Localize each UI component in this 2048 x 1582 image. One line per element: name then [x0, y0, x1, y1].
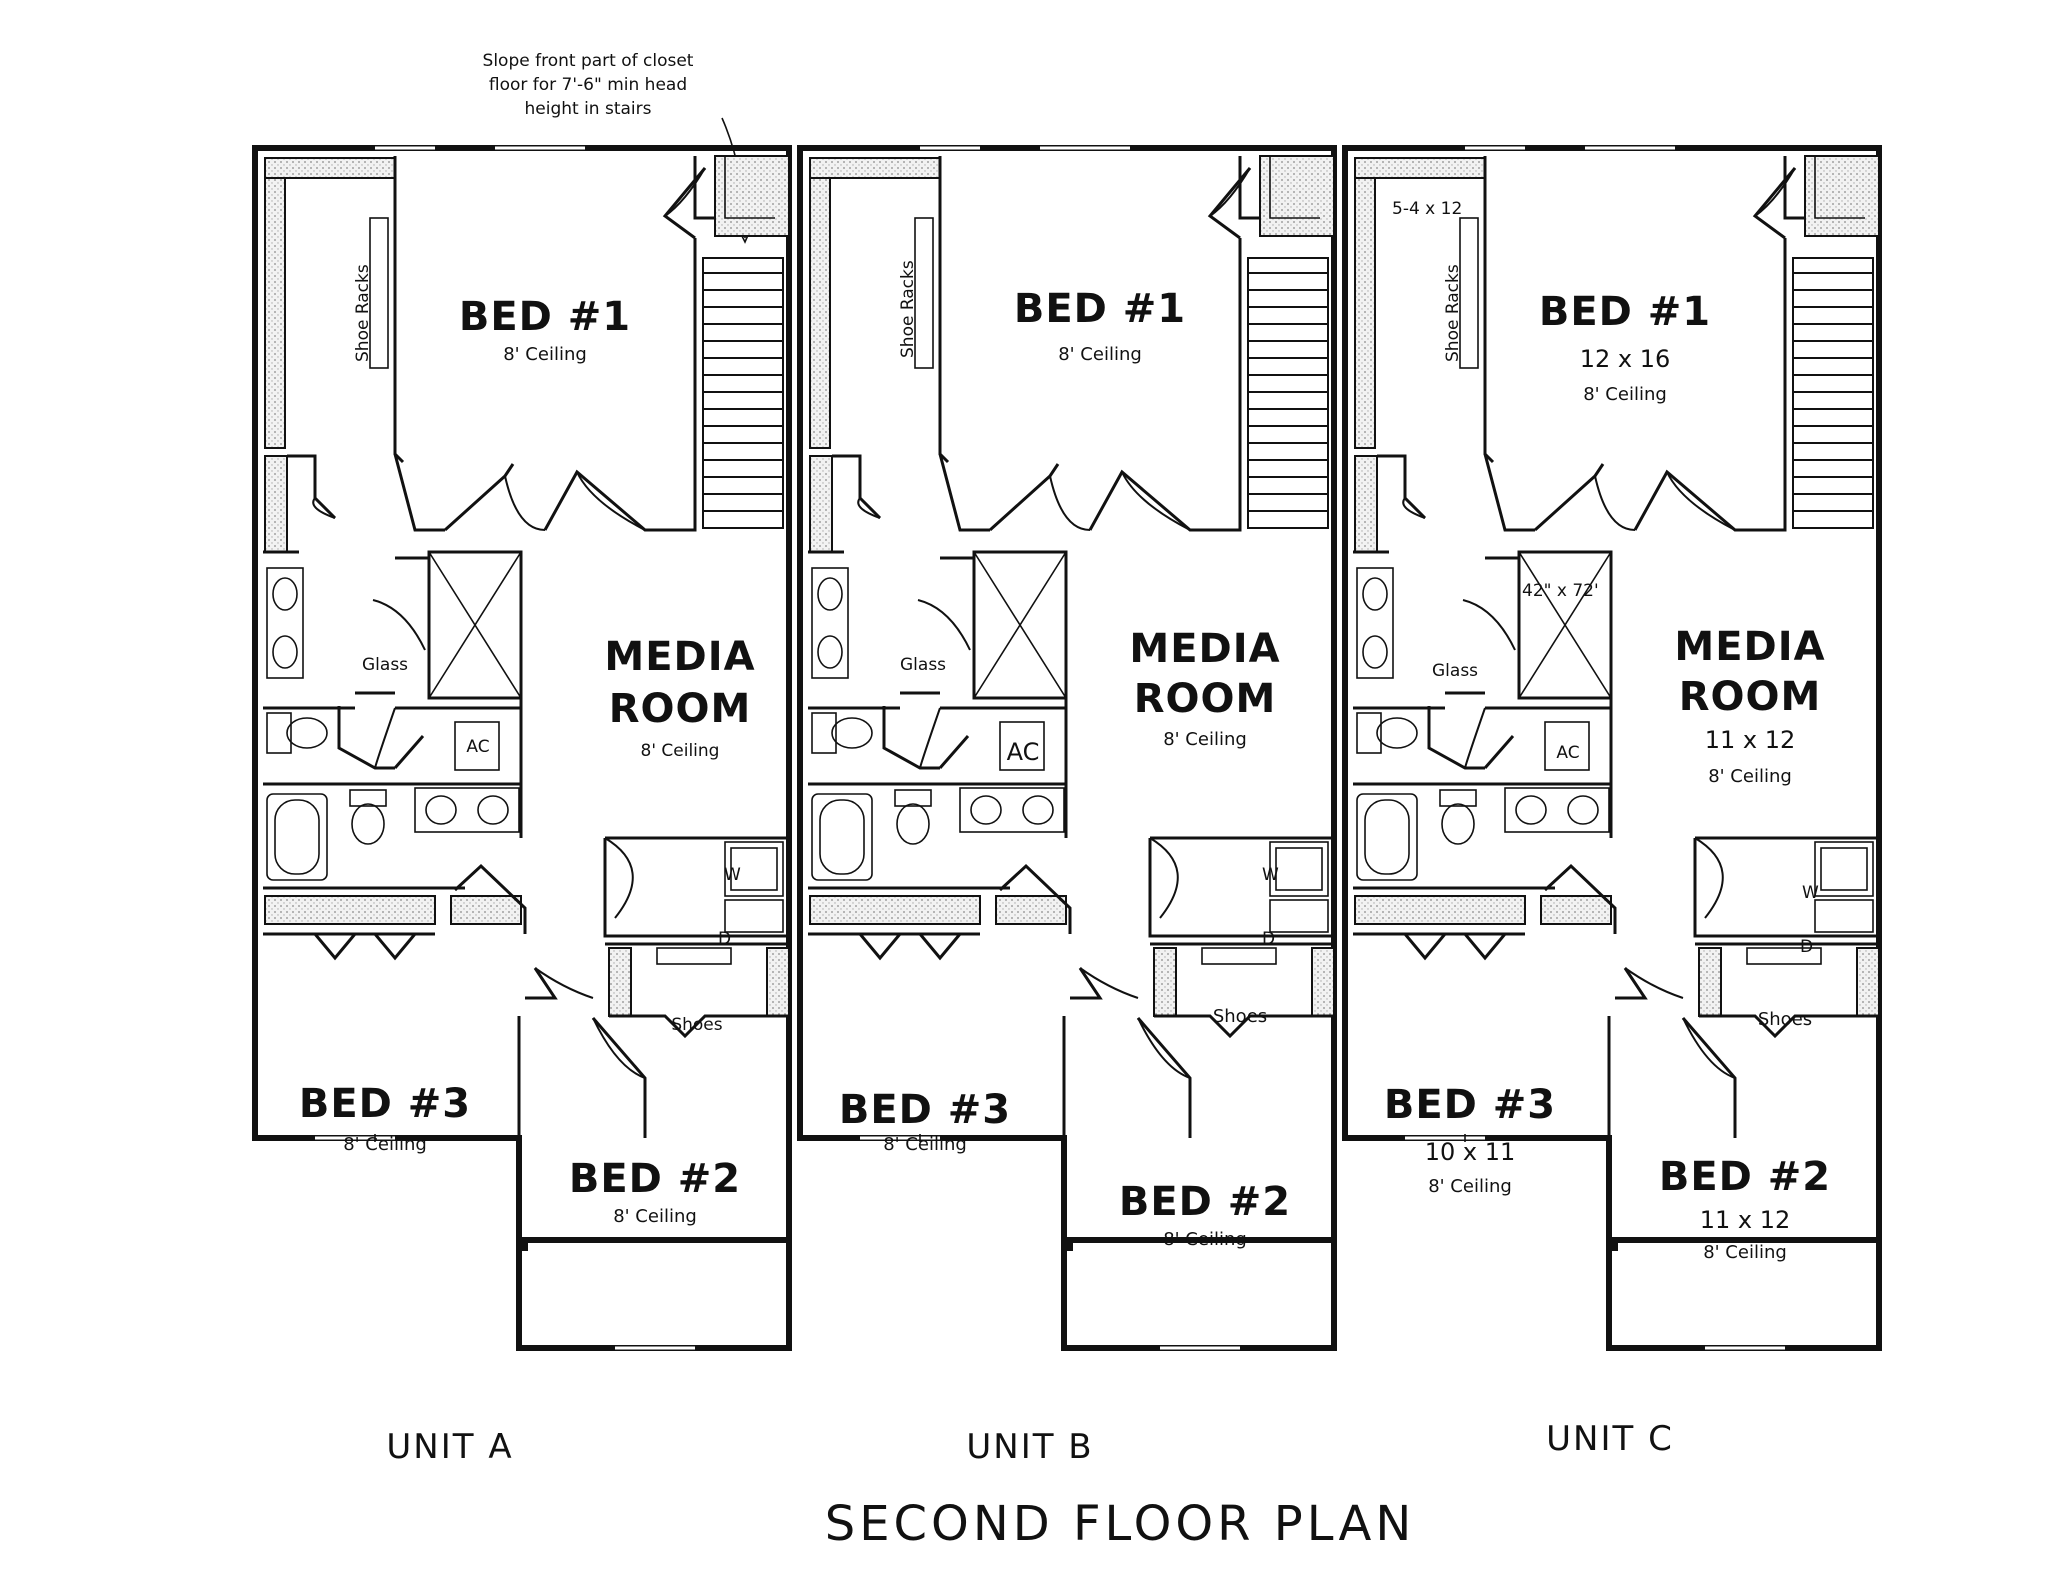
unit-a-bed3-label: BED #3 [299, 1081, 471, 1127]
unit-b-media-line2: ROOM [1134, 676, 1277, 722]
unit-c-shoes: Shoes [1758, 1009, 1812, 1030]
unit-c-ac: AC [1556, 743, 1579, 763]
unit-b-bed3-ceiling: 8' Ceiling [883, 1134, 967, 1155]
unit-a-bed3-ceiling: 8' Ceiling [343, 1134, 427, 1155]
unit-a-ac: AC [466, 737, 489, 757]
unit-b-name: UNIT B [966, 1427, 1093, 1467]
unit-a-name: UNIT A [386, 1427, 513, 1467]
unit-b-shoes: Shoes [1213, 1006, 1267, 1027]
unit-a-bed2-ceiling: 8' Ceiling [613, 1206, 697, 1227]
unit-a-dryer: D [718, 929, 731, 949]
unit-a-media-ceiling: 8' Ceiling [641, 741, 720, 761]
note-line-2: floor for 7'-6" min head [489, 75, 687, 95]
unit-c-media-line1: MEDIA [1674, 624, 1825, 670]
unit-b-bed2-ceiling: 8' Ceiling [1163, 1229, 1247, 1250]
note-line-3: height in stairs [524, 99, 651, 119]
unit-a-bed1-ceiling: 8' Ceiling [503, 344, 587, 365]
unit-b-bed3-label: BED #3 [839, 1087, 1011, 1133]
design-note: Slope front part of closet floor for 7'-… [483, 51, 753, 244]
unit-b-media-ceiling: 8' Ceiling [1163, 729, 1247, 750]
drawing-title: SECOND FLOOR PLAN [825, 1496, 1416, 1552]
unit-c-bed2-label: BED #2 [1659, 1154, 1831, 1200]
unit-a: BED #1 8' Ceiling MEDIA ROOM 8' Ceiling … [255, 148, 789, 1467]
unit-a-glass: Glass [362, 655, 408, 675]
unit-a-bed1-label: BED #1 [459, 294, 631, 340]
unit-a-bed2-label: BED #2 [569, 1156, 741, 1202]
unit-c-media-ceiling: 8' Ceiling [1708, 766, 1792, 787]
unit-a-shoes: Shoes [671, 1015, 722, 1035]
unit-a-shoe-racks: Shoe Racks [353, 264, 373, 362]
unit-c-shoe-racks: Shoe Racks [1443, 264, 1463, 362]
unit-b-glass: Glass [900, 655, 946, 675]
unit-c-washer: W [1802, 883, 1819, 903]
unit-c-bed2-ceiling: 8' Ceiling [1703, 1242, 1787, 1263]
unit-a-media-line2: ROOM [609, 686, 752, 732]
unit-c-glass: Glass [1432, 661, 1478, 681]
unit-b-media-line1: MEDIA [1129, 626, 1280, 672]
unit-c-bed1-label: BED #1 [1539, 289, 1711, 335]
unit-c-dryer: D [1800, 937, 1813, 957]
unit-c-media-size: 11 x 12 [1705, 726, 1796, 754]
unit-c-closet-size: 5-4 x 12 [1392, 199, 1462, 219]
unit-b-dryer: D [1262, 929, 1275, 949]
unit-b-bed1-ceiling: 8' Ceiling [1058, 344, 1142, 365]
unit-c-bed2-size: 11 x 12 [1700, 1206, 1791, 1234]
unit-c-bed1-ceiling: 8' Ceiling [1583, 384, 1667, 405]
note-line-1: Slope front part of closet [483, 51, 694, 71]
unit-b-bed1-label: BED #1 [1014, 286, 1186, 332]
unit-a-media-line1: MEDIA [604, 634, 755, 680]
unit-c-bed3-size: 10 x 11 [1425, 1138, 1516, 1166]
unit-a-washer: W [724, 865, 741, 885]
unit-c-media-line2: ROOM [1679, 674, 1822, 720]
unit-b-bed2-label: BED #2 [1119, 1179, 1291, 1225]
unit-c-name: UNIT C [1546, 1419, 1674, 1459]
unit-c-bed1-size: 12 x 16 [1580, 345, 1671, 373]
unit-b-ac: AC [1007, 738, 1040, 766]
unit-b-washer: W [1262, 865, 1279, 885]
unit-b: BED #1 8' Ceiling MEDIA ROOM 8' Ceiling … [800, 148, 1334, 1467]
unit-c: BED #1 12 x 16 8' Ceiling MEDIA ROOM 11 … [1345, 148, 1879, 1459]
unit-b-shoe-racks: Shoe Racks [898, 260, 918, 358]
unit-c-bed3-ceiling: 8' Ceiling [1428, 1176, 1512, 1197]
unit-c-bed3-label: BED #3 [1384, 1082, 1556, 1128]
unit-c-shower-size: 42" x 72' [1522, 581, 1599, 601]
